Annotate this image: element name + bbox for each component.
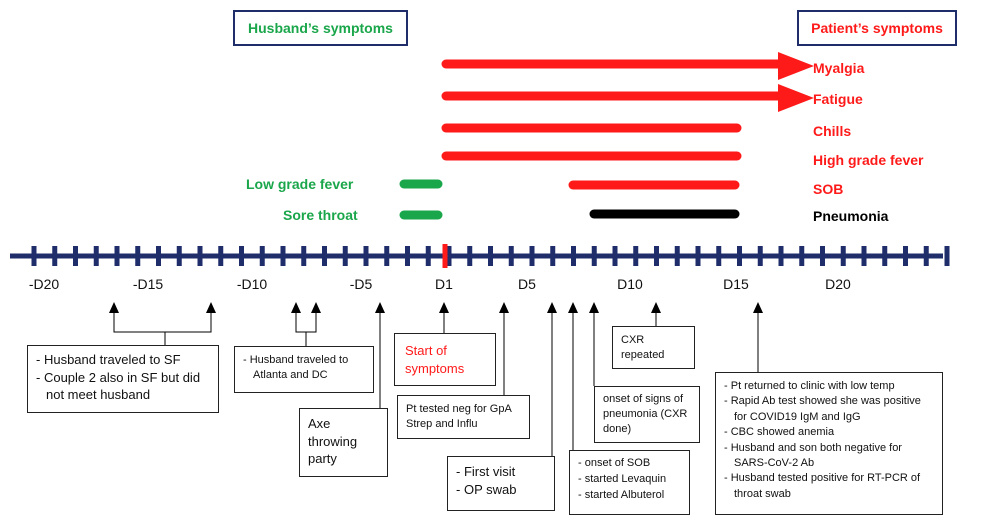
arrowheads xyxy=(109,302,763,313)
axis-label-d15: D15 xyxy=(723,276,749,292)
sore-throat-label: Sore throat xyxy=(283,207,358,223)
albuterol-item: started Albuterol xyxy=(578,488,681,504)
husband-symptoms-header: Husband’s symptoms xyxy=(233,10,408,46)
axe-party-box: Axe throwing party xyxy=(299,408,388,477)
return-to-clinic-box: Pt returned to clinic with low temp Rapi… xyxy=(715,372,943,515)
family-ab-item: Husband and son both negative for SARS-C… xyxy=(724,441,934,472)
onset-sob-item: onset of SOB xyxy=(578,456,681,472)
levaquin-item: started Levaquin xyxy=(578,472,681,488)
first-visit-box: First visit OP swab xyxy=(447,456,555,511)
couple-2-item: Couple 2 also in SF but did not meet hus… xyxy=(36,369,210,404)
rapid-ab-item: Rapid Ab test showed she was positive fo… xyxy=(724,394,934,425)
fatigue-label: Fatigue xyxy=(813,91,863,107)
travel-atlanta-item: Husband traveled to Atlanta and DC xyxy=(243,353,365,383)
axis-label-d1: D1 xyxy=(435,276,453,292)
axis-label-d20: D20 xyxy=(825,276,851,292)
fatigue-arrowhead xyxy=(778,84,814,112)
travel-sf-item: Husband traveled to SF xyxy=(36,351,210,369)
start-of-symptoms-box: Start of symptoms xyxy=(394,333,496,386)
cxr-repeated-box: CXR repeated xyxy=(612,326,695,369)
high-grade-fever-label: High grade fever xyxy=(813,152,924,168)
chills-label: Chills xyxy=(813,123,852,139)
pt-tested-box: Pt tested neg for GpA Strep and Influ xyxy=(397,395,530,439)
patient-symptoms-header: Patient’s symptoms xyxy=(797,10,957,46)
sob-onset-box: onset of SOB started Levaquin started Al… xyxy=(569,450,690,515)
sob-label: SOB xyxy=(813,181,844,197)
first-visit-item: First visit xyxy=(456,463,546,481)
pneumonia-label: Pneumonia xyxy=(813,208,889,224)
pneumonia-onset-box: onset of signs of pneumonia (CXR done) xyxy=(594,386,700,443)
axis-label-d-minus-15: -D15 xyxy=(132,276,164,292)
travel-sf-box: Husband traveled to SF Couple 2 also in … xyxy=(27,345,219,413)
axis-label-d-minus-5: -D5 xyxy=(349,276,373,292)
connectors xyxy=(113,310,759,456)
op-swab-item: OP swab xyxy=(456,481,546,499)
myalgia-label: Myalgia xyxy=(813,60,865,76)
axis-label-d-minus-10: -D10 xyxy=(236,276,268,292)
low-grade-fever-label: Low grade fever xyxy=(246,176,354,192)
cbc-item: CBC showed anemia xyxy=(724,425,934,440)
axis-label-d10: D10 xyxy=(617,276,643,292)
axis-label-d5: D5 xyxy=(518,276,536,292)
axis-label-d-minus-20: -D20 xyxy=(28,276,60,292)
timeline-ticks xyxy=(31,246,950,266)
myalgia-arrowhead xyxy=(778,52,814,80)
travel-atlanta-box: Husband traveled to Atlanta and DC xyxy=(234,346,374,393)
rt-pcr-item: Husband tested positive for RT-PCR of th… xyxy=(724,471,934,502)
returned-item: Pt returned to clinic with low temp xyxy=(724,379,934,394)
